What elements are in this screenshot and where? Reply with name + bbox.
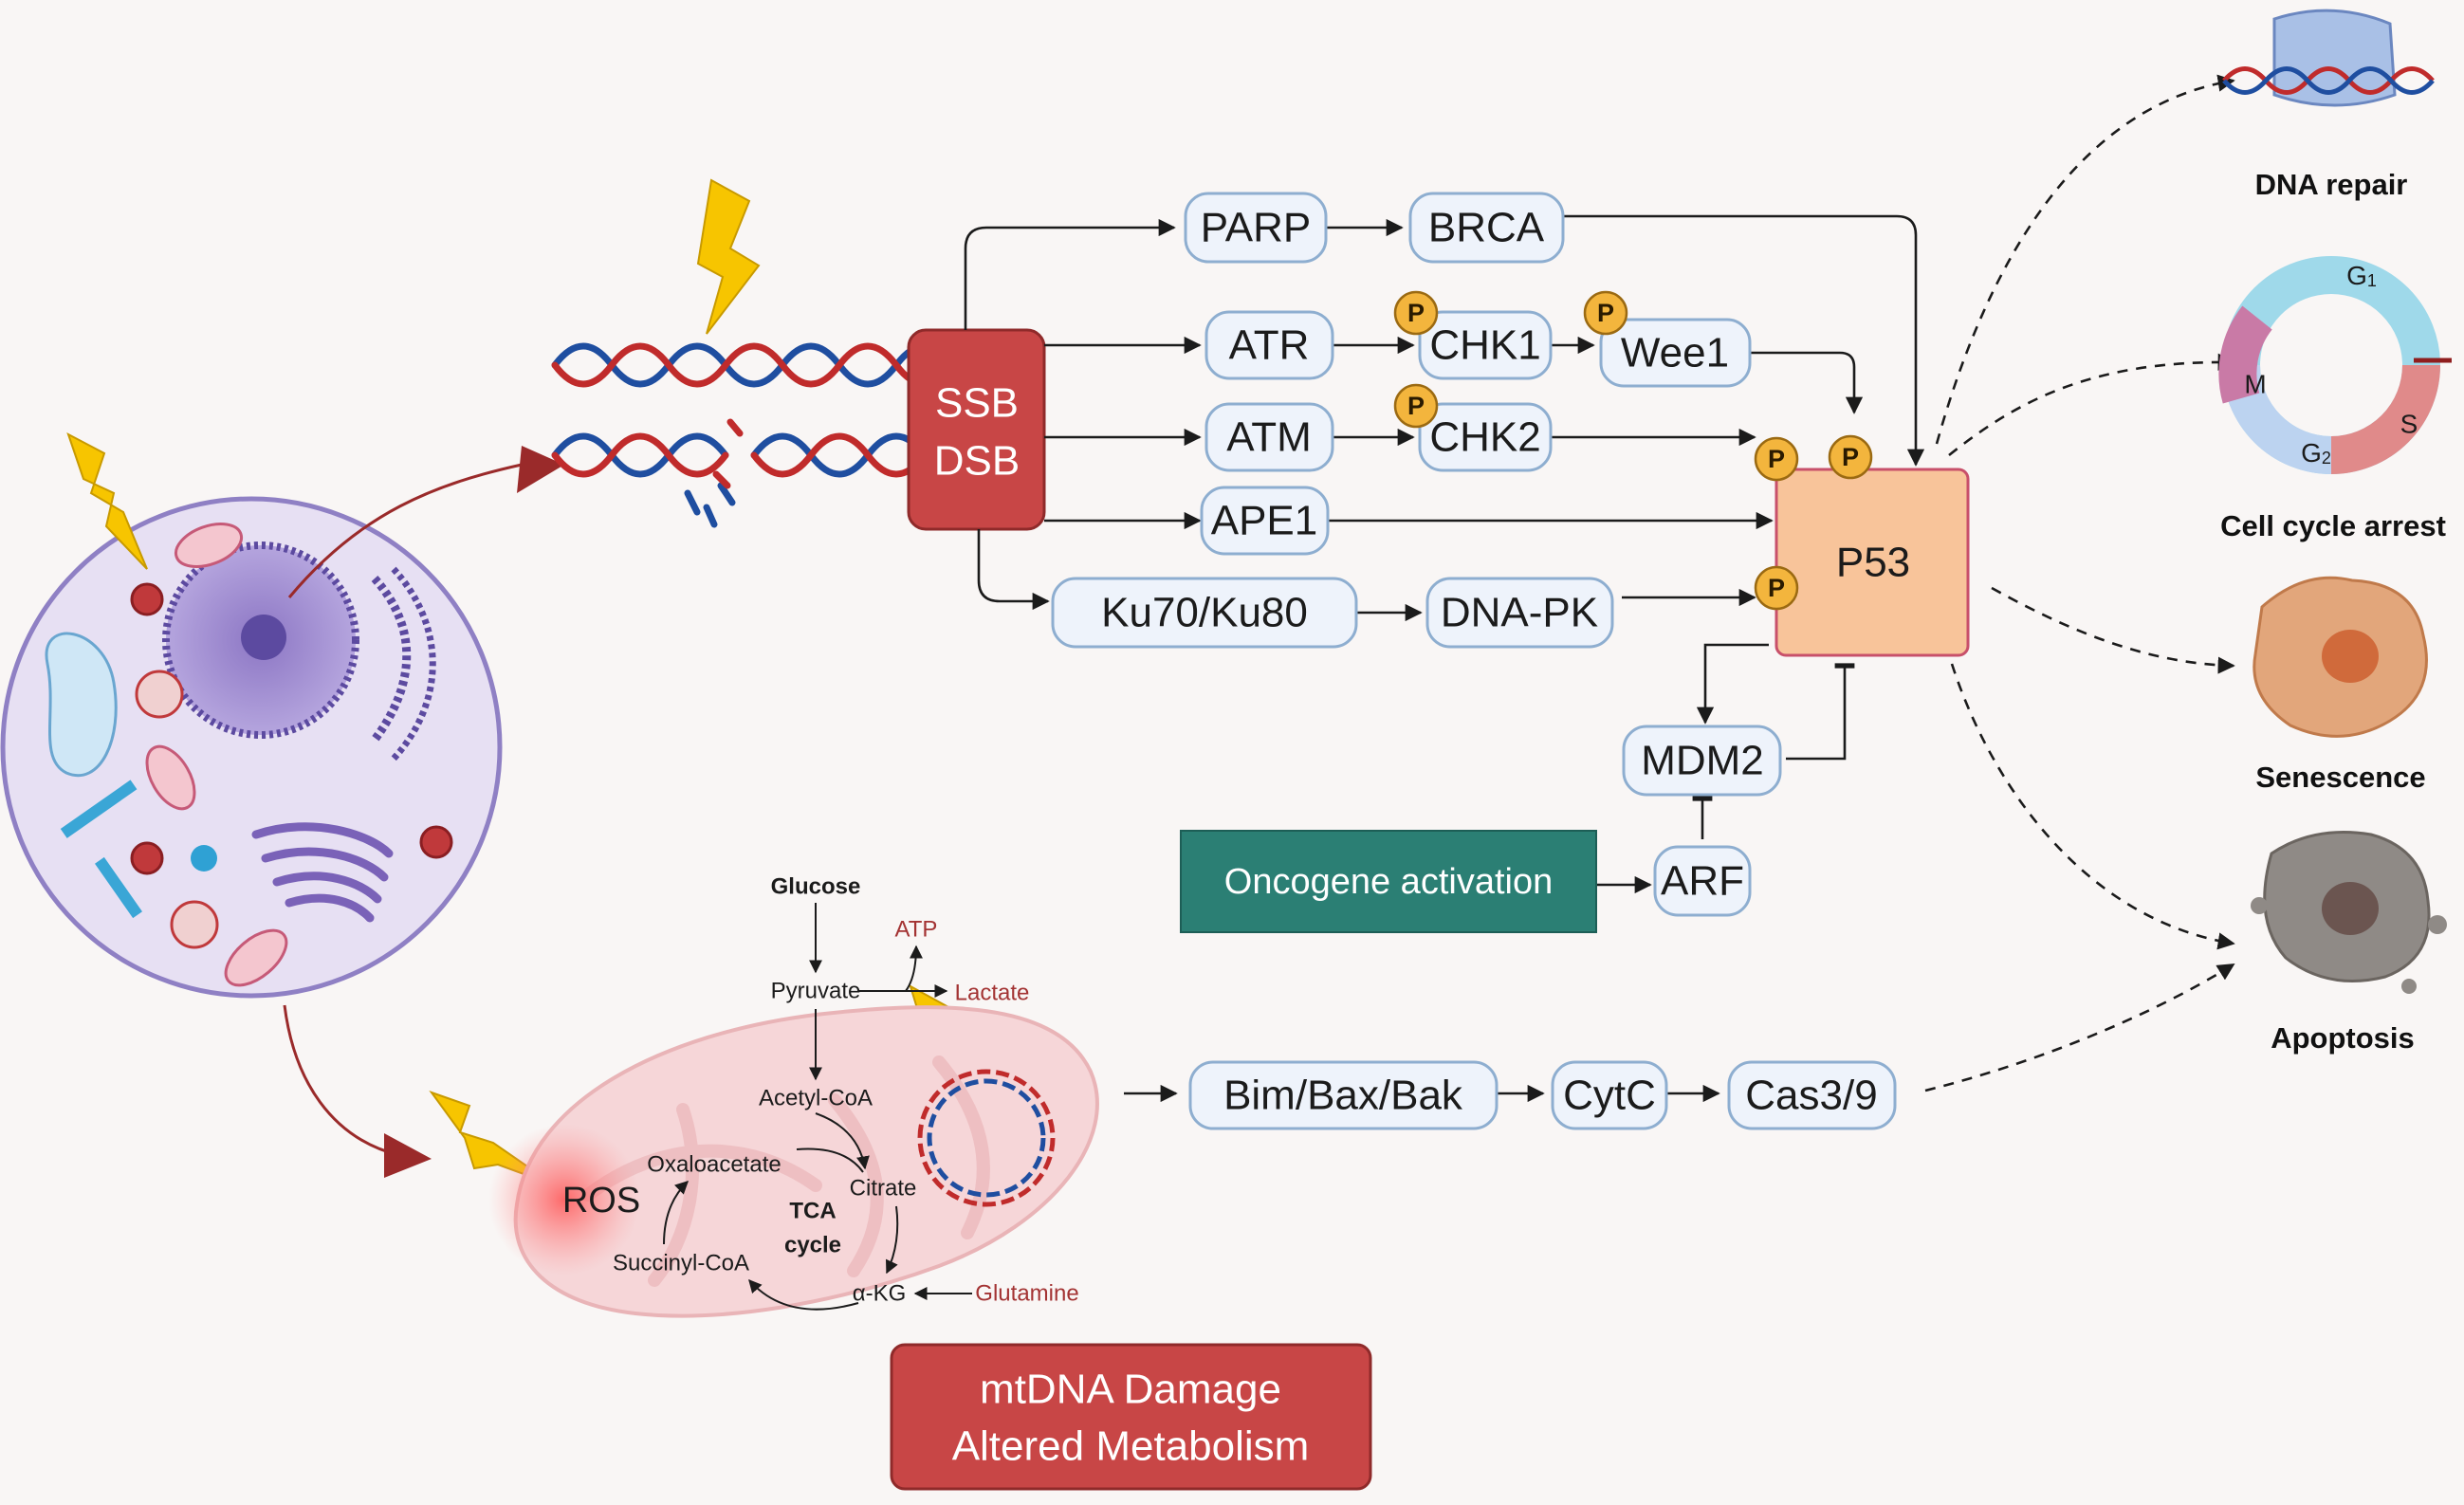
phospho-badges: P P P P P P [1393,290,1873,611]
akg-label: α-KG [853,1281,907,1307]
ssb-label: SSB [935,380,1019,427]
svg-text:BRCA: BRCA [1428,205,1545,251]
node-cas3-9: Cas3/9 [1727,1060,1897,1130]
svg-text:CytC: CytC [1563,1073,1656,1119]
ssb-dsb-box: SSB DSB [907,328,1046,531]
cell-to-dna-arrow [287,463,523,598]
svg-text:Oncogene activation: Oncogene activation [1224,862,1553,902]
node-bim-bax-bak: Bim/Bax/Bak [1188,1060,1499,1130]
dna-helix-icon [551,342,957,528]
mtdna-damage-line1: mtDNA Damage [980,1367,1281,1413]
svg-text:P: P [1842,443,1859,471]
svg-text:ATM: ATM [1226,414,1312,461]
apoptosis-label: Apoptosis [2271,1021,2415,1055]
cell-to-mito-arrowhead [384,1133,432,1178]
glucose-label: Glucose [771,874,861,900]
succinyl-coa-label: Succinyl-CoA [613,1251,749,1276]
mtdna-damage-box: mtDNA Damage Altered Metabolism [890,1343,1372,1491]
svg-text:CHK2: CHK2 [1429,414,1540,461]
svg-text:APE1: APE1 [1211,498,1318,544]
node-cytc: CytC [1551,1060,1668,1130]
pyruvate-label: Pyruvate [771,979,861,1004]
node-p53: P53 [1774,468,1970,657]
senescence-label: Senescence [2255,761,2425,794]
metabolism-arrows [663,903,972,1311]
svg-text:DNA-PK: DNA-PK [1441,590,1598,636]
oncogene-activation-box: Oncogene activation [1180,830,1597,933]
svg-text:CHK1: CHK1 [1429,322,1540,369]
svg-text:ATR: ATR [1229,322,1310,369]
cell-to-dna-arrowhead [517,446,564,493]
svg-text:P: P [1407,392,1425,420]
atp-label: ATP [895,917,938,943]
svg-text:P: P [1407,299,1425,327]
citrate-label: Citrate [850,1176,917,1202]
pathway-connectors [964,214,1925,1103]
node-parp: PARP [1184,192,1328,264]
cell-to-mito-arrow [283,1004,399,1157]
svg-text:P: P [1597,299,1614,327]
m-phase-label: M [2244,370,2266,399]
cell-cycle-arrest-outcome: G1 S G2 M Cell cycle arrest [2218,256,2452,542]
ros-label: ROS [562,1181,640,1221]
node-atm: ATM [1204,402,1334,472]
node-dna-pk: DNA-PK [1425,577,1614,649]
svg-text:Cas3/9: Cas3/9 [1745,1073,1877,1119]
node-chk2: CHK2 [1418,402,1553,472]
node-mdm2: MDM2 [1622,725,1782,797]
mtdna-damage-line2: Altered Metabolism [952,1423,1310,1470]
svg-text:P: P [1768,574,1785,602]
outcome-connectors [1924,74,2235,1092]
s-phase-label: S [2400,410,2418,439]
dna-repair-label: DNA repair [2255,168,2408,201]
tca-label-line1: TCA [789,1199,836,1224]
oxaloacetate-label: Oxaloacetate [647,1152,781,1178]
g1-label: G1 [2346,261,2377,291]
node-arf: ARF [1653,845,1752,917]
node-ape1: APE1 [1200,486,1330,556]
acetyl-coa-label: Acetyl-CoA [759,1086,873,1111]
svg-text:Ku70/Ku80: Ku70/Ku80 [1101,590,1308,636]
node-brca: BRCA [1408,192,1565,264]
node-wee1: Wee1 [1599,318,1752,388]
mtdna-circle-icon [917,1069,1056,1207]
dna-repair-outcome: DNA repair [2222,9,2435,201]
cell-cycle-arrest-label: Cell cycle arrest [2220,509,2446,542]
node-ku70-ku80: Ku70/Ku80 [1051,577,1358,649]
svg-text:Wee1: Wee1 [1621,330,1729,376]
svg-text:P: P [1768,445,1785,473]
dsb-label: DSB [934,438,1020,485]
senescence-outcome: Senescence [2253,576,2428,794]
tca-label-line2: cycle [784,1233,841,1258]
svg-text:MDM2: MDM2 [1641,738,1764,784]
apoptosis-outcome: Apoptosis [2251,831,2447,1055]
glutamine-label: Glutamine [975,1281,1078,1307]
svg-text:ARF: ARF [1661,858,1744,905]
svg-text:P53: P53 [1836,540,1910,586]
g2-label: G2 [2301,438,2331,468]
cell-illustration [0,496,503,999]
mitochondrion-illustration [488,1005,1099,1318]
svg-text:Bim/Bax/Bak: Bim/Bax/Bak [1223,1073,1463,1119]
lactate-label: Lactate [955,981,1030,1006]
node-chk1: CHK1 [1418,310,1553,380]
svg-text:PARP: PARP [1201,205,1312,251]
node-atr: ATR [1204,310,1334,380]
